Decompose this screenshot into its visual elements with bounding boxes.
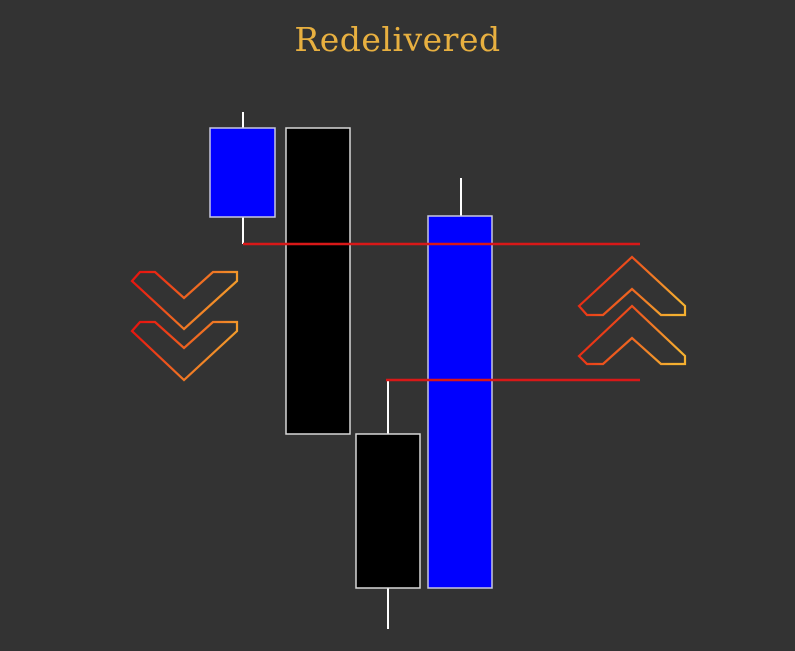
chevron-up-icon [577, 255, 687, 317]
candle-1-body [209, 127, 276, 218]
candle-3-bearish [355, 380, 421, 629]
double-chevron-down-icon [130, 270, 239, 382]
candle-4-body [427, 215, 493, 589]
candle-1-bullish [209, 112, 276, 244]
candle-4-bullish [427, 178, 493, 589]
chevron-up-icon [577, 304, 687, 366]
diagram-title: Redelivered [294, 20, 501, 59]
candle-2-bearish [285, 127, 351, 435]
chevron-down-icon [130, 320, 239, 382]
chevron-down-icon [130, 270, 239, 331]
candle-2-body [285, 127, 351, 435]
candle-3-body [355, 433, 421, 589]
double-chevron-up-icon [577, 255, 687, 366]
